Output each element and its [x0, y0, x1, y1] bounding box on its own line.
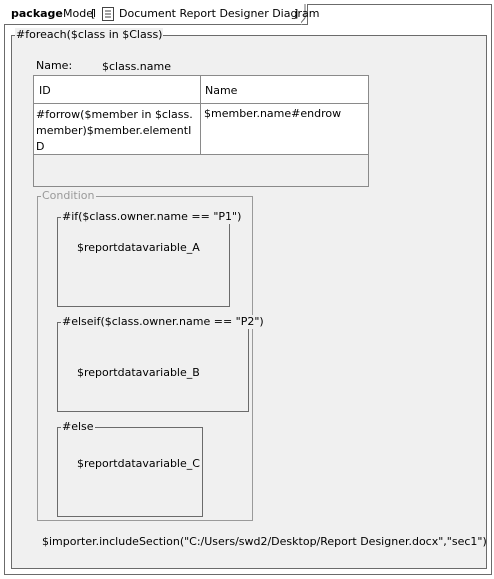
- member-table-header-divider: [34, 103, 368, 104]
- class-name-value[interactable]: $class.name: [102, 60, 171, 73]
- member-table: [34, 76, 368, 155]
- bracket-open: [: [91, 7, 96, 20]
- table-cell-name[interactable]: $member.name#endrow: [204, 107, 342, 120]
- branch-if-content[interactable]: $reportdatavariable_A: [77, 241, 200, 254]
- diagram-title: Document Report Designer Diagram: [119, 7, 320, 20]
- table-header-name: Name: [205, 84, 238, 97]
- branch-else-label: #else: [61, 420, 95, 434]
- tab-corner-notch: [301, 4, 306, 25]
- condition-fragment[interactable]: [37, 196, 253, 521]
- condition-branch-if[interactable]: [57, 217, 230, 307]
- foreach-label: #foreach($class in $Class): [15, 28, 164, 42]
- diagram-scope: Model: [63, 7, 97, 20]
- member-table-column-divider: [200, 76, 201, 155]
- importer-include-section[interactable]: $importer.includeSection("C:/Users/swd2/…: [42, 535, 487, 548]
- condition-label: Condition: [41, 189, 96, 203]
- class-name-label: Name:: [36, 59, 73, 72]
- table-header-id: ID: [39, 84, 51, 97]
- branch-if-label: #if($class.owner.name == "P1"): [61, 210, 243, 224]
- table-cell-id[interactable]: #forrow($member in $class.member)$member…: [36, 108, 193, 153]
- branch-else-content[interactable]: $reportdatavariable_C: [77, 457, 200, 470]
- diagram-kind-keyword: package: [11, 7, 63, 20]
- diagram-header-tab: [4, 4, 308, 25]
- condition-branch-else[interactable]: [57, 427, 203, 517]
- bracket-close: ]: [294, 7, 299, 20]
- branch-elseif-label: #elseif($class.owner.name == "P2"): [61, 315, 265, 329]
- diagram-icon: [102, 7, 114, 21]
- branch-elseif-content[interactable]: $reportdatavariable_B: [77, 366, 200, 379]
